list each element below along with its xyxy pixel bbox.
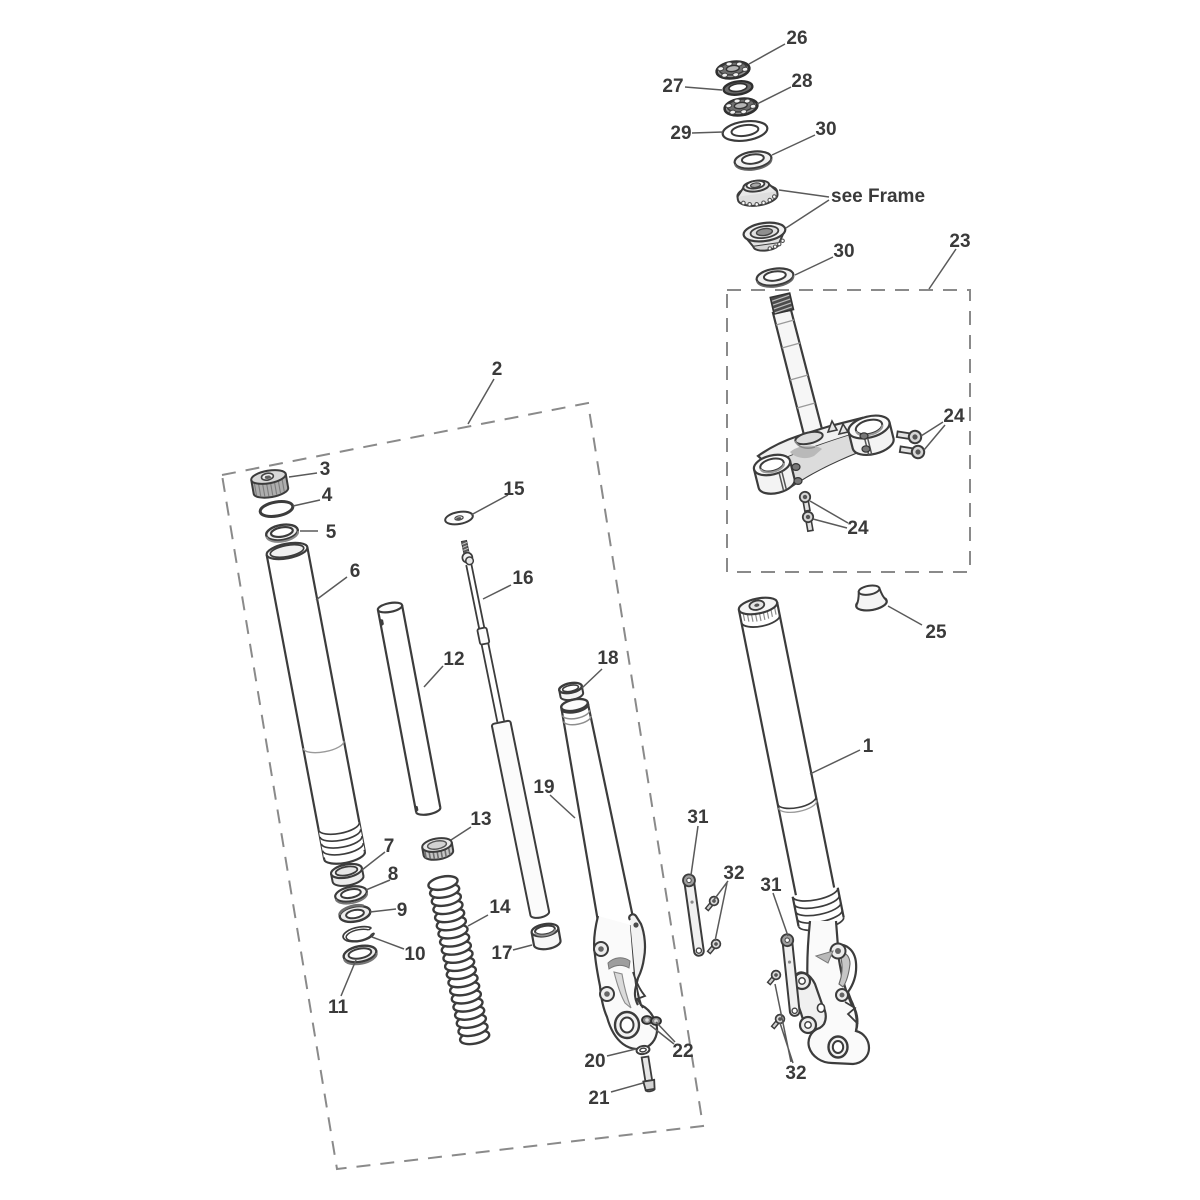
svg-text:17: 17	[491, 943, 512, 964]
svg-text:see Frame: see Frame	[831, 186, 925, 207]
svg-text:20: 20	[584, 1051, 605, 1072]
svg-text:25: 25	[925, 622, 947, 643]
svg-text:14: 14	[489, 897, 511, 918]
svg-text:29: 29	[670, 123, 691, 144]
svg-text:3: 3	[320, 459, 331, 480]
svg-text:15: 15	[503, 479, 525, 500]
svg-text:26: 26	[786, 28, 807, 49]
svg-text:27: 27	[662, 76, 683, 97]
svg-text:24: 24	[943, 406, 965, 427]
svg-text:7: 7	[384, 836, 395, 857]
svg-text:6: 6	[350, 561, 361, 582]
svg-text:11: 11	[328, 997, 349, 1018]
svg-text:10: 10	[404, 944, 425, 965]
svg-text:18: 18	[597, 648, 618, 669]
svg-text:31: 31	[687, 807, 709, 828]
svg-text:13: 13	[470, 809, 491, 830]
svg-text:24: 24	[847, 518, 869, 539]
svg-text:30: 30	[815, 119, 836, 140]
svg-text:23: 23	[949, 231, 970, 252]
svg-text:9: 9	[397, 900, 408, 921]
svg-text:1: 1	[863, 736, 874, 757]
svg-text:22: 22	[672, 1041, 693, 1062]
svg-text:4: 4	[322, 485, 333, 506]
svg-text:12: 12	[443, 649, 464, 670]
svg-text:30: 30	[833, 241, 854, 262]
svg-text:19: 19	[533, 777, 554, 798]
svg-text:32: 32	[723, 863, 744, 884]
svg-text:8: 8	[388, 864, 399, 885]
svg-text:32: 32	[785, 1063, 806, 1084]
svg-text:2: 2	[492, 359, 503, 380]
svg-text:5: 5	[326, 522, 337, 543]
svg-text:31: 31	[760, 875, 782, 896]
svg-text:28: 28	[791, 71, 812, 92]
svg-text:21: 21	[588, 1088, 610, 1109]
svg-text:16: 16	[512, 568, 533, 589]
